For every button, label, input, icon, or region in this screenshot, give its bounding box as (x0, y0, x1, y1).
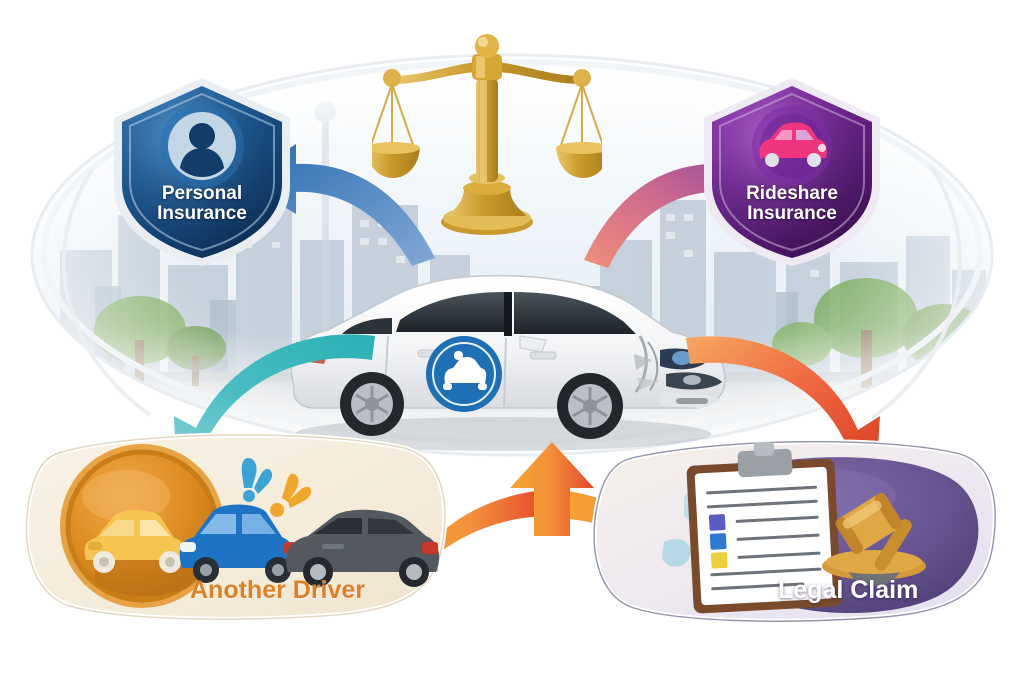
personal-insurance-shield (114, 78, 290, 266)
legal-claim-panel (591, 439, 998, 624)
clipboard-checklist-icon (686, 441, 842, 614)
rideshare-car-badge-icon (426, 336, 502, 412)
gray-car-icon (286, 509, 440, 587)
legal-claim-label: Legal Claim (778, 576, 919, 604)
oval-frame (30, 53, 994, 457)
collision-burst-icon (241, 458, 312, 517)
wheel-rear (340, 372, 404, 436)
node-another-driver[interactable]: Another Driver (22, 430, 452, 630)
yellow-car-icon (84, 510, 184, 573)
wheel-front (557, 373, 623, 439)
front-fender-damage (634, 335, 660, 393)
another-driver-panel (23, 432, 448, 622)
person-avatar-icon (160, 104, 244, 188)
personal-insurance-label: Personal Insurance (157, 183, 247, 225)
gavel-icon (822, 493, 926, 586)
node-legal-claim[interactable]: Legal Claim (588, 438, 1000, 630)
rideshare-insurance-label: Rideshare Insurance (746, 183, 838, 225)
rideshare-insurance-shield (704, 78, 880, 266)
pink-car-icon (752, 106, 832, 186)
node-personal-insurance[interactable]: Personal Insurance (104, 74, 300, 270)
another-driver-label: Another Driver (190, 576, 366, 604)
blue-car-icon (179, 504, 296, 583)
scales-of-justice-icon (372, 34, 602, 235)
node-rideshare-insurance[interactable]: Rideshare Insurance (694, 74, 890, 270)
